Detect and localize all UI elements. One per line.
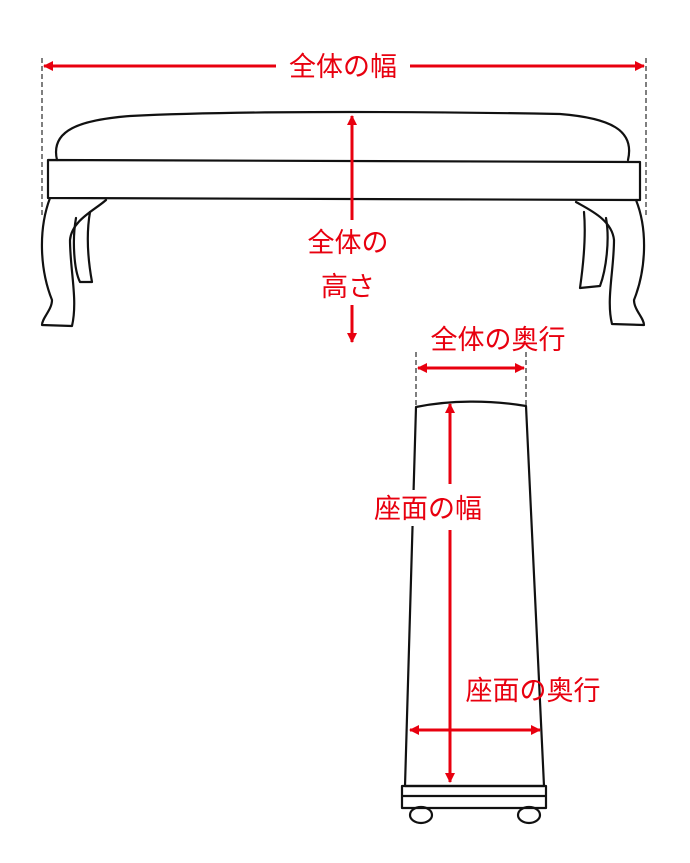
seat-width-label: 座面の幅 [374, 494, 482, 525]
bench-front-view [40, 110, 646, 328]
seat-depth-label: 座面の奥行 [466, 676, 601, 707]
bench-cushion [54, 110, 631, 162]
overall-height-label-line1: 全体の [308, 228, 389, 259]
bench-apron [46, 158, 642, 202]
bench-side-body [403, 400, 546, 788]
bench-foot-right [516, 805, 542, 825]
bench-leg-right-back [578, 210, 609, 290]
bench-leg-left-back [72, 210, 94, 284]
overall-width-label: 全体の幅 [289, 52, 397, 83]
overall-depth-label: 全体の奥行 [431, 325, 566, 356]
bench-leg-right [574, 198, 646, 327]
overall-height-label-line2: 高さ [321, 272, 375, 303]
seat-width-label-bg [362, 490, 494, 526]
bench-side-view [400, 400, 548, 825]
bench-foot-left [408, 805, 434, 825]
bench-side-base [400, 784, 548, 810]
bench-leg-left [40, 196, 108, 328]
